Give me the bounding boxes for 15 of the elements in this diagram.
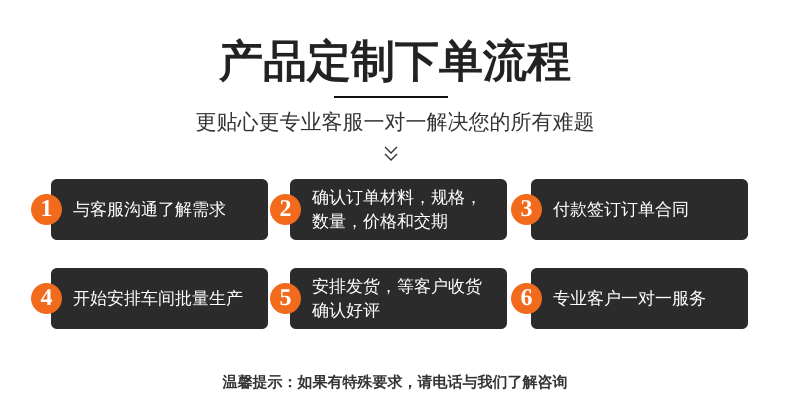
step-number: 4	[31, 283, 62, 314]
page-title: 产品定制下单流程	[219, 35, 571, 89]
step-number: 3	[511, 194, 542, 225]
step-text: 专业客户一对一服务	[553, 288, 707, 310]
footer-note: 温馨提示：如果有特殊要求，请电话与我们了解咨询	[222, 372, 568, 393]
step-text: 确认订单材料，规格，数量，价格和交期	[312, 186, 483, 234]
step-text: 付款签订订单合同	[553, 198, 690, 222]
subtitle: 更贴心更专业客服一对一解决您的所有难题	[196, 109, 594, 136]
step-number: 6	[511, 283, 542, 314]
step-text: 开始安排车间批量生产	[73, 288, 244, 310]
step-number: 2	[270, 194, 301, 225]
step-number: 1	[31, 194, 62, 225]
step-text: 安排发货，等客户收货确认好评	[312, 276, 483, 322]
step-number: 5	[270, 283, 301, 314]
step-text: 与客服沟通了解需求	[73, 198, 227, 222]
